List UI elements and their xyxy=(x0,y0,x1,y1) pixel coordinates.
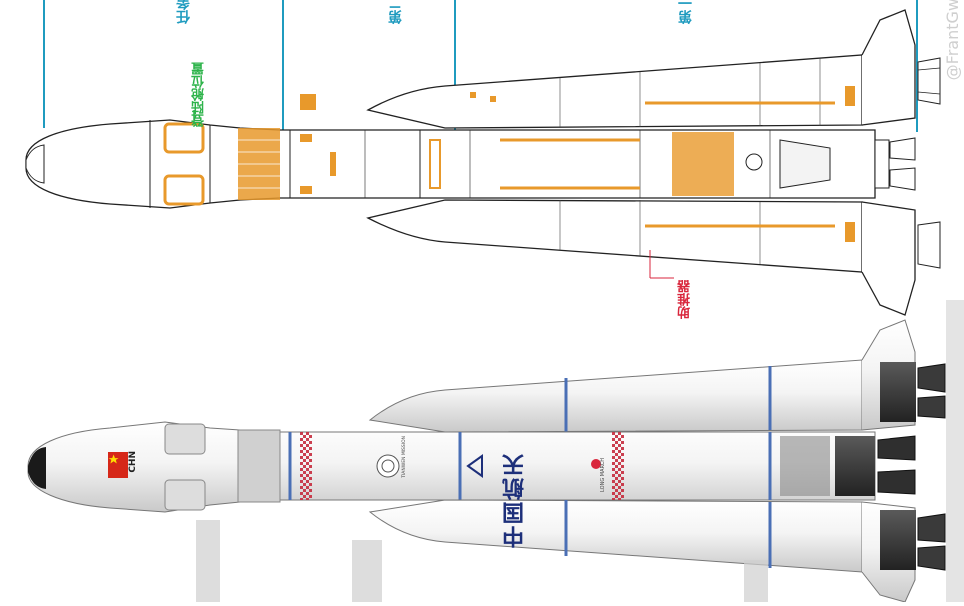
section-label-mission: 任务 xyxy=(176,0,192,24)
watermark: @FrantGw xyxy=(943,0,962,81)
section-label-second-stage: 第二 xyxy=(388,0,404,24)
lower-booster-render xyxy=(368,499,946,603)
country-code-text: CHN xyxy=(128,451,138,473)
long-march-text: LONG MARCH xyxy=(600,458,606,492)
tianwen-text: TIANWEN MISSION xyxy=(402,436,407,478)
upper-booster-render xyxy=(368,319,946,433)
upper-booster xyxy=(366,9,941,129)
china-flag-icon xyxy=(108,452,128,478)
section-label-first-stage: 第一 xyxy=(678,0,694,24)
core-stage-render xyxy=(27,421,916,513)
lander-position-label: 登陆舱位置 xyxy=(192,62,207,127)
china-aerospace-text: 中国航天 xyxy=(503,452,528,548)
line-drawing-rocket xyxy=(25,0,941,316)
lower-booster xyxy=(366,199,941,316)
cnsa-logo-icon xyxy=(466,454,483,478)
long-march-logo-icon xyxy=(591,459,601,469)
rendered-rocket xyxy=(27,300,964,603)
payload-marker xyxy=(300,94,316,110)
core-stage xyxy=(25,119,916,209)
booster-label: 助推器 xyxy=(678,280,693,319)
